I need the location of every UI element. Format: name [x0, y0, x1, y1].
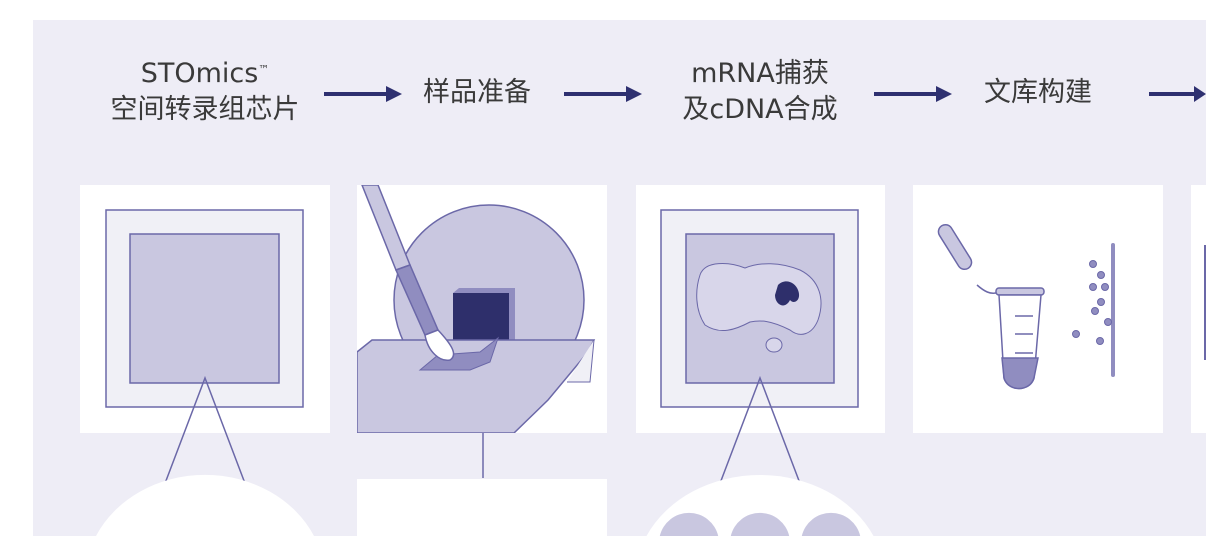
step-4-label: 文库构建 — [984, 77, 1092, 108]
step-1-title: STOmics — [140, 58, 259, 89]
step-1-subtitle: 空间转录组芯片 — [110, 94, 300, 125]
chip-icon — [105, 209, 304, 487]
tube-icon — [937, 223, 1115, 390]
card-sample-detail — [357, 479, 607, 536]
arrow-icon — [324, 86, 1206, 102]
step-3-subtitle: 及cDNA合成 — [682, 94, 838, 125]
step-3-label: mRNA捕获 及cDNA合成 — [682, 56, 837, 128]
step-1-label: STOmics™ 空间转录组芯片 — [111, 56, 300, 128]
card-next — [1191, 185, 1206, 433]
bead-icon — [659, 512, 861, 536]
tissue-chip-icon — [660, 209, 859, 487]
step-3-title: mRNA捕获 — [691, 58, 829, 89]
step-2-label: 样品准备 — [423, 77, 531, 108]
cryostat-icon — [357, 185, 596, 478]
trademark: ™ — [258, 63, 270, 76]
dots-icon — [1072, 260, 1112, 345]
zoom-circle — [96, 474, 314, 536]
